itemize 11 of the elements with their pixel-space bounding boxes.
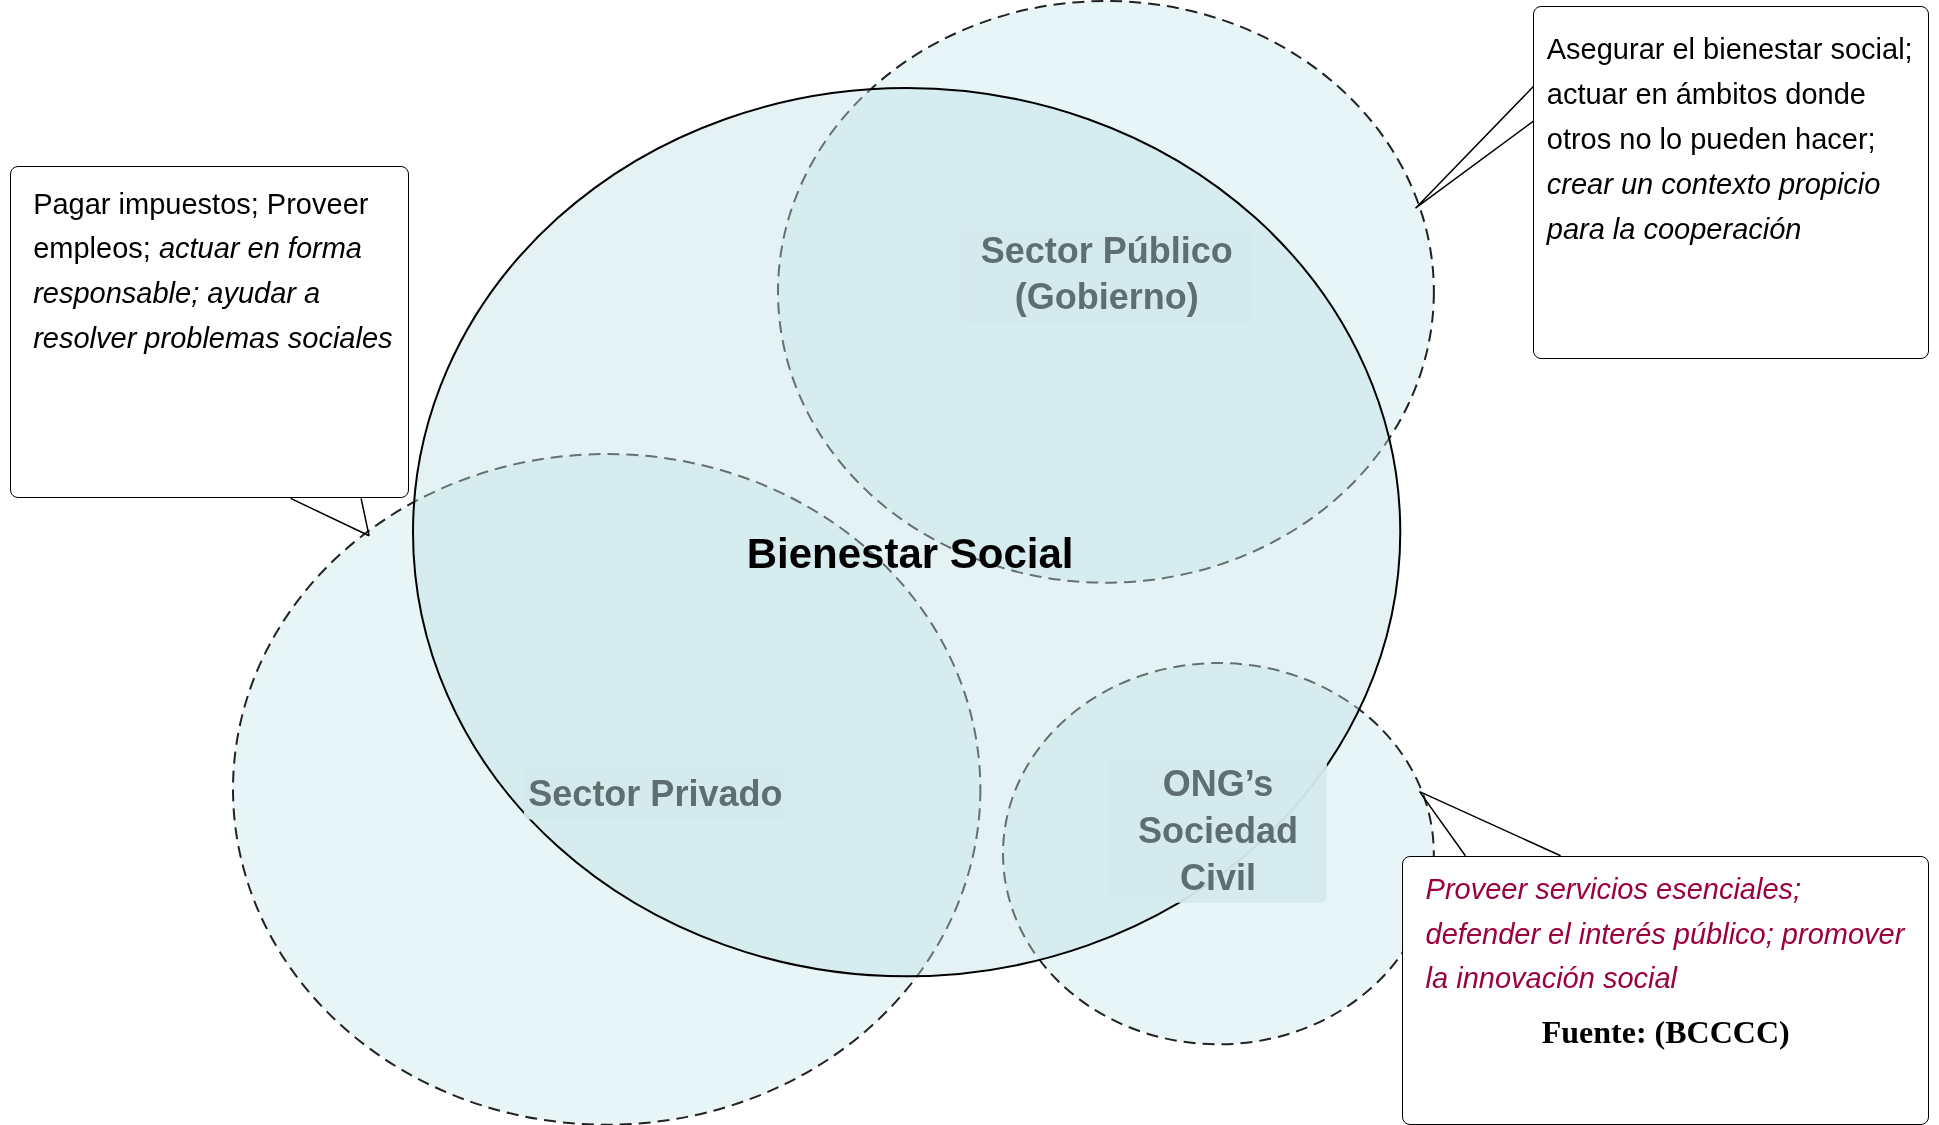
- callout-pointer: [1414, 85, 1535, 209]
- source-note: Fuente: (BCCCC): [1540, 1012, 1791, 1052]
- callout-box: [9, 165, 410, 499]
- callout-box: [1533, 6, 1930, 359]
- callout-text: Proveer servicios esenciales; defender el interés público; promover la innovación social: [1425, 871, 1907, 997]
- center-title: Bienestar Social: [746, 528, 1074, 579]
- callout-pointer: [1418, 790, 1562, 857]
- callout-pointer: [289, 497, 370, 537]
- callout-text: Pagar impuestos; Proveer empleos; actuar en forma responsable; ayudar a resolver problemas sociales: [33, 186, 394, 357]
- callout-text: Asegurar el bienestar social; actuar en ámbitos donde otros no lo pueden hacer; crear un contexto propicio para la cooperación: [1546, 31, 1914, 247]
- callout-box: [1402, 855, 1930, 1125]
